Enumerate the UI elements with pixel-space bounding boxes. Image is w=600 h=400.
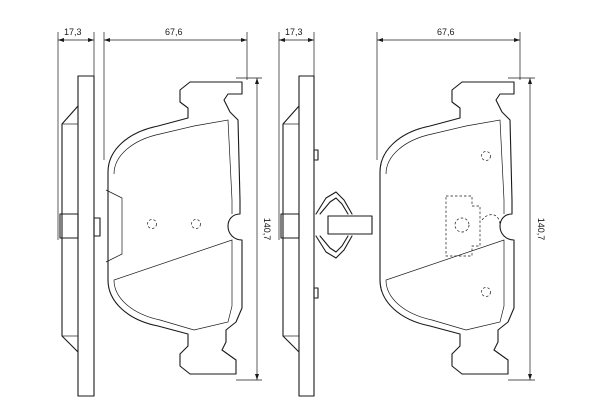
left-pad-side-profile — [59, 75, 101, 397]
left-pad-front-view — [105, 81, 243, 375]
right-height-dimension: 140,7 — [508, 77, 546, 381]
right-pad-front-view — [379, 81, 515, 375]
right-height-label: 140,7 — [536, 218, 546, 241]
left-pad-set: 17,3 67,6 140,7 — [57, 27, 272, 397]
left-width-dimension: 67,6 — [103, 27, 248, 160]
right-thickness-dimension: 17,3 — [278, 27, 315, 240]
right-pad-side-profile — [280, 75, 373, 397]
left-height-label: 140,7 — [262, 218, 272, 241]
right-thickness-label: 17,3 — [285, 27, 303, 37]
right-pad-set: 17,3 67,6 140,7 — [278, 27, 546, 397]
left-thickness-dimension: 17,3 — [57, 27, 95, 240]
right-width-dimension: 67,6 — [376, 27, 521, 160]
left-height-dimension: 140,7 — [236, 77, 272, 381]
spring-clip — [315, 191, 353, 259]
left-thickness-label: 17,3 — [64, 27, 82, 37]
right-width-label: 67,6 — [437, 27, 455, 37]
left-width-label: 67,6 — [165, 27, 183, 37]
